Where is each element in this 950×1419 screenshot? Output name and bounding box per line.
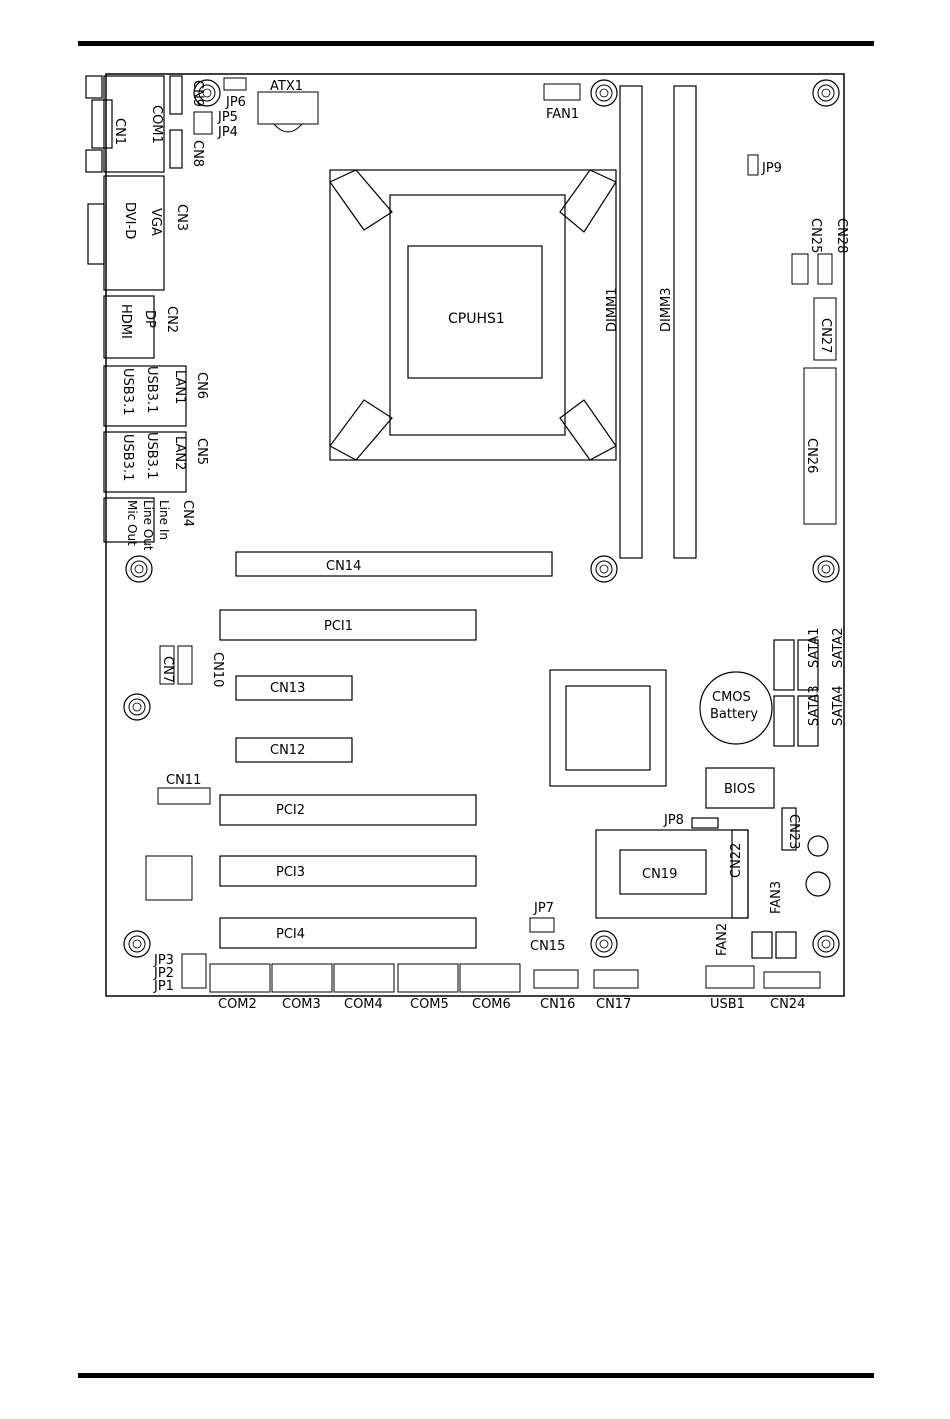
cn7-label: CN7: [160, 656, 175, 683]
cn8-label: CN8: [190, 140, 205, 167]
cn19-label: CN19: [642, 867, 677, 882]
usb31b-label: USB3.1: [120, 368, 135, 415]
cn13-label: CN13: [270, 681, 305, 696]
cmos-label-2: Battery: [710, 707, 758, 722]
jp8-label: JP8: [663, 813, 684, 828]
sata1-label: SATA1: [807, 628, 822, 668]
dimm-slots: [619, 85, 697, 559]
cn10-label: CN10: [210, 652, 225, 687]
dimm3-label: DIMM3: [659, 287, 674, 332]
jp5-label: JP5: [217, 110, 238, 125]
usb1-label: USB1: [710, 997, 745, 1012]
jp1-label: JP1: [153, 979, 174, 994]
jp6-label: JP6: [225, 95, 246, 110]
com1-label: COM1: [149, 105, 164, 144]
usb31d-label: USB3.1: [120, 434, 135, 481]
cn5-label: CN5: [194, 438, 209, 465]
com6-label: COM6: [472, 997, 511, 1012]
hdmi-label: HDMI: [118, 304, 133, 339]
left-headers: [145, 645, 211, 901]
cn6-label: CN6: [194, 372, 209, 399]
line-out-label: Line Out: [141, 500, 155, 551]
com5-label: COM5: [410, 997, 449, 1012]
cn24-label: CN24: [770, 997, 805, 1012]
pci4-label: PCI4: [276, 927, 305, 942]
pci3-label: PCI3: [276, 865, 305, 880]
rear-io: [85, 75, 187, 543]
dp-label: DP: [142, 310, 157, 328]
atx1-label: ATX1: [270, 79, 303, 94]
dimm1-label: DIMM1: [605, 287, 620, 332]
bottom-rule: [78, 1373, 874, 1378]
com4-label: COM4: [344, 997, 383, 1012]
bios-label: BIOS: [724, 782, 755, 797]
cn9-label: CN9: [190, 80, 205, 107]
cn11-label: CN11: [166, 773, 201, 788]
mic-out-label: Mic Out: [125, 500, 139, 546]
cn23-label: CN23: [786, 814, 801, 849]
jp2-label: JP2: [153, 966, 174, 981]
m2-area: [595, 807, 831, 959]
top-headers: [193, 77, 759, 176]
jp9-label: JP9: [761, 161, 782, 176]
sata2-label: SATA2: [831, 628, 846, 668]
cn2-label: CN2: [164, 306, 179, 333]
top-rule: [78, 41, 874, 46]
cpu-heatsink: [329, 169, 617, 461]
cn4-label: CN4: [180, 500, 195, 527]
cn15-label: CN15: [530, 939, 565, 954]
cmos-label-1: CMOS: [712, 690, 751, 705]
line-in-label: Line In: [157, 500, 171, 540]
cn27-label: CN27: [818, 318, 833, 353]
usb31c-label: USB3.1: [144, 432, 159, 479]
cn26-label: CN26: [804, 438, 819, 473]
cn1-label: CN1: [112, 118, 127, 145]
jp4-label: JP4: [217, 125, 238, 140]
cn22-label: CN22: [729, 843, 744, 878]
lan2-label: LAN2: [172, 436, 187, 470]
bottom-headers: [181, 953, 821, 993]
cn12-label: CN12: [270, 743, 305, 758]
cn16-label: CN16: [540, 997, 575, 1012]
board-outline: [105, 73, 845, 997]
cn14-label: CN14: [326, 559, 361, 574]
vga-label: VGA: [148, 208, 163, 236]
com2-label: COM2: [218, 997, 257, 1012]
cn25-label: CN25: [808, 218, 823, 253]
jp7-label: JP7: [533, 901, 554, 916]
lan1-label: LAN1: [172, 370, 187, 404]
fan2-label: FAN2: [715, 923, 730, 956]
sata4-label: SATA4: [831, 686, 846, 726]
fan3-label: FAN3: [769, 881, 784, 914]
dvid-label: DVI-D: [122, 202, 137, 239]
pci1-label: PCI1: [324, 619, 353, 634]
usb31a-label: USB3.1: [144, 366, 159, 413]
right-headers: [791, 253, 837, 525]
expansion-slots: [219, 551, 553, 949]
cn17-label: CN17: [596, 997, 631, 1012]
pci2-label: PCI2: [276, 803, 305, 818]
chipset-area: [549, 639, 819, 809]
sata3-label: SATA3: [807, 686, 822, 726]
cn3-label: CN3: [174, 204, 189, 231]
fan1-label: FAN1: [546, 107, 579, 122]
com3-label: COM3: [282, 997, 321, 1012]
jp3-label: JP3: [153, 953, 174, 968]
cpuhs1-label: CPUHS1: [448, 311, 505, 327]
cn28-label: CN28: [834, 218, 849, 253]
jp7-header: [529, 917, 555, 933]
